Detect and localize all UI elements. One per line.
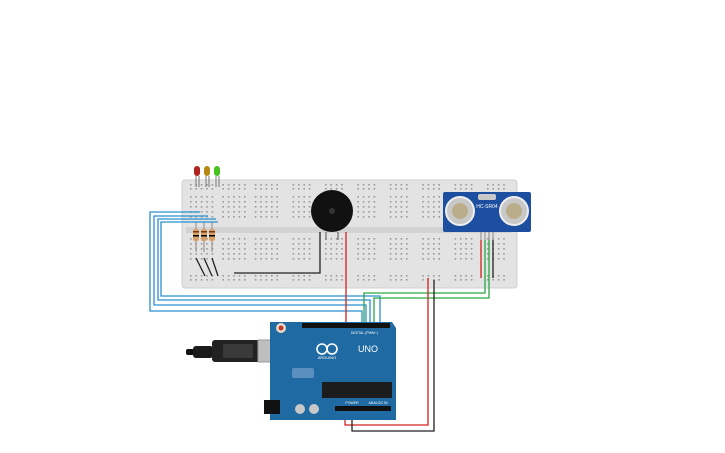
piezo-buzzer[interactable] — [311, 190, 353, 240]
blue-wire-1[interactable] — [149, 211, 363, 322]
blue-wire-4[interactable] — [160, 221, 381, 322]
blue-wire-3[interactable] — [157, 218, 371, 322]
atmega-chip — [322, 382, 392, 398]
analog-header-label: ANALOG IN — [368, 401, 388, 405]
resistor-2[interactable] — [201, 222, 207, 252]
arduino-model: UNO — [358, 344, 378, 354]
resistor-group[interactable] — [193, 222, 215, 252]
arduino-board — [270, 322, 396, 420]
green-led[interactable] — [214, 166, 220, 187]
power-jack[interactable] — [264, 400, 280, 414]
green-wire-1[interactable] — [363, 240, 486, 322]
resistor-1[interactable] — [193, 222, 199, 252]
black-wire-led-3[interactable] — [211, 257, 219, 277]
digital-header[interactable] — [302, 323, 390, 328]
blue-wire-2[interactable] — [153, 215, 367, 322]
power-analog-header[interactable] — [335, 406, 391, 411]
usb-cable[interactable] — [186, 339, 283, 363]
breadboard[interactable] — [181, 179, 518, 289]
power-header-label: POWER — [345, 401, 359, 405]
red-led-body — [194, 166, 200, 176]
resistor-3[interactable] — [209, 222, 215, 252]
yellow-led[interactable] — [204, 166, 210, 187]
green-wire-2[interactable] — [373, 240, 490, 322]
sensor-label: HC-SR04 — [476, 204, 498, 210]
arduino-brand: ARDUINO — [318, 355, 336, 360]
black-wire-led-2[interactable] — [203, 257, 213, 277]
green-led-body — [214, 166, 220, 176]
ultrasonic-sensor[interactable]: HC-SR04 — [443, 192, 531, 240]
digital-header-label: DIGITAL (PWM~) — [351, 331, 378, 335]
arduino-logo-icon — [316, 343, 338, 355]
red-led[interactable] — [194, 166, 200, 187]
black-wire-buzzer[interactable] — [234, 232, 321, 274]
black-wire-led-1[interactable] — [195, 257, 206, 277]
led-group[interactable] — [194, 166, 220, 187]
yellow-led-body — [204, 166, 210, 176]
arduino-uno[interactable]: DIGITAL (PWM~) UNO ARDUINO POWER ANALOG … — [264, 322, 396, 420]
